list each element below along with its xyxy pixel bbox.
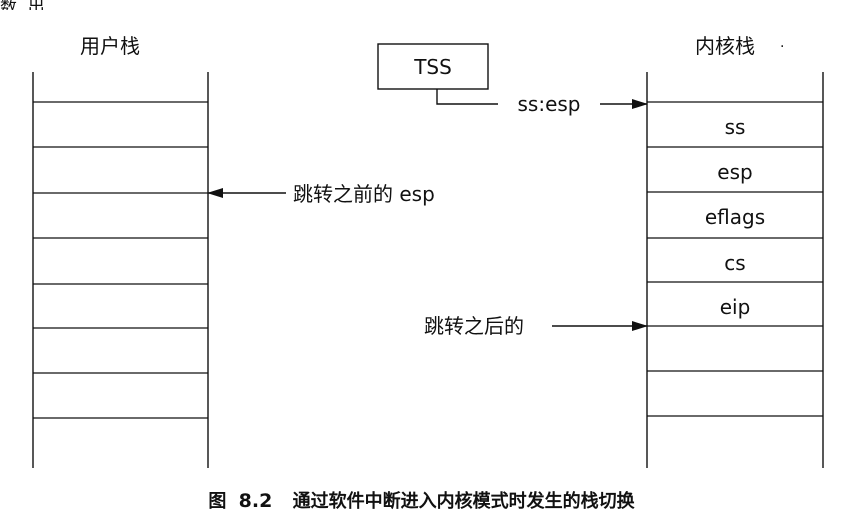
kernel-stack-title: 内核栈 [695, 34, 755, 58]
stack-switch-diagram: ss esp eflags cs eip TSS ss:esp 跳转之前的 esp 跳转… [32, 43, 824, 468]
kernel-stack-dividers [647, 101, 823, 417]
user-stack-dividers [33, 101, 208, 419]
user-stack-title: 用户栈 [80, 34, 140, 58]
caption-number: 8.2 [238, 490, 273, 512]
caption-figure: 图 [208, 491, 227, 512]
user-stack [32, 72, 209, 468]
kernel-slot-eflags: eflags [705, 205, 765, 229]
kernel-slot-cs: cs [724, 251, 745, 275]
figure-caption: 图 8.2 通过软件中断进入内核模式时发生的栈切换 [0, 492, 843, 511]
tss-label: TSS [413, 55, 452, 79]
kernel-slot-labels: ss esp eflags cs eip [705, 115, 765, 319]
kernel-title-dot: . [780, 35, 785, 51]
tss-box [377, 43, 489, 90]
tss-pointer-line [436, 89, 498, 105]
kernel-slot-eip: eip [720, 295, 751, 319]
kernel-slot-esp: esp [717, 160, 752, 184]
kernel-stack: ss esp eflags cs eip [646, 72, 824, 468]
after-jump-label: 跳转之后的 [424, 314, 524, 338]
header-fragment: 数, 出, [0, 0, 51, 10]
before-jump-label: 跳转之前的 esp [293, 182, 435, 206]
kernel-slot-ss: ss [725, 115, 746, 139]
tss-pointer-label: ss:esp [518, 92, 581, 116]
caption-text: 通过软件中断进入内核模式时发生的栈切换 [292, 491, 635, 512]
